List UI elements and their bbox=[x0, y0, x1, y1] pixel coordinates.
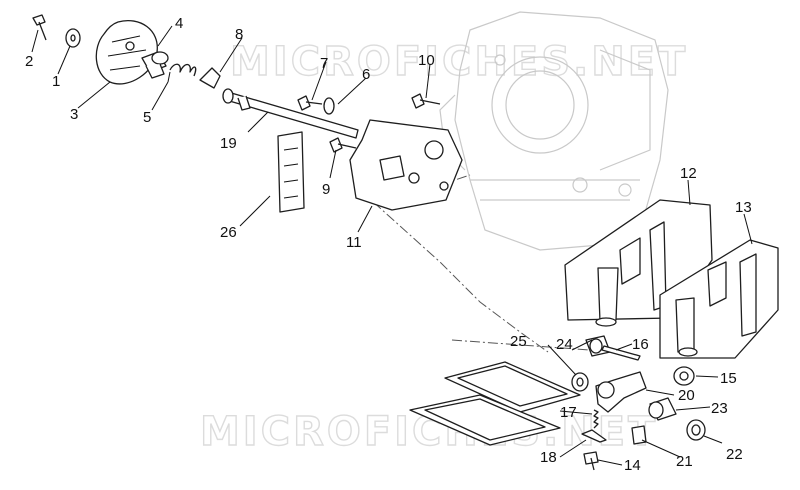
callout-7: 7 bbox=[320, 55, 328, 72]
callout-numbers: 2 1 3 4 5 8 7 6 10 9 11 19 26 12 13 25 2… bbox=[25, 15, 752, 474]
part-26-plate bbox=[277, 131, 305, 213]
callout-14: 14 bbox=[624, 457, 641, 474]
callout-26: 26 bbox=[220, 224, 237, 241]
part-11-bracket bbox=[349, 119, 463, 211]
callout-17: 17 bbox=[560, 404, 577, 421]
part-15-sleeve bbox=[673, 366, 695, 386]
callout-19: 19 bbox=[220, 135, 237, 152]
callout-10: 10 bbox=[418, 52, 435, 69]
callout-18: 18 bbox=[540, 449, 557, 466]
callout-3: 3 bbox=[70, 106, 78, 123]
part-5-spring bbox=[167, 63, 197, 83]
part-3-cover bbox=[95, 20, 158, 85]
part-13-valve-kit bbox=[659, 239, 779, 359]
callout-15: 15 bbox=[720, 370, 737, 387]
part-9-screw bbox=[329, 137, 357, 153]
callout-23: 23 bbox=[711, 400, 728, 417]
callout-25: 25 bbox=[510, 333, 527, 350]
callout-12: 12 bbox=[680, 165, 697, 182]
callout-2: 2 bbox=[25, 53, 33, 70]
part-23-bushing bbox=[648, 397, 677, 421]
part-7-screw bbox=[297, 95, 323, 111]
part-8-clip bbox=[199, 67, 221, 89]
part-20-fork bbox=[595, 371, 647, 413]
callout-11: 11 bbox=[346, 234, 362, 251]
part-17-spring bbox=[593, 409, 599, 429]
callout-22: 22 bbox=[726, 446, 743, 463]
callout-8: 8 bbox=[235, 26, 243, 43]
part-22-bushing bbox=[686, 419, 706, 441]
part-2-bolt bbox=[32, 14, 47, 41]
leader-lines bbox=[31, 25, 753, 466]
part-6-washer bbox=[323, 97, 335, 115]
callout-16: 16 bbox=[632, 336, 649, 353]
part-25-washer bbox=[571, 372, 589, 392]
callout-5: 5 bbox=[143, 109, 151, 126]
callout-20: 20 bbox=[678, 387, 695, 404]
callout-24: 24 bbox=[556, 336, 573, 353]
callout-9: 9 bbox=[322, 181, 330, 198]
watermark-top: MICROFICHES.NET bbox=[230, 39, 688, 85]
callout-1: 1 bbox=[52, 73, 60, 90]
part-19-shaft bbox=[222, 88, 359, 139]
callout-6: 6 bbox=[362, 66, 370, 83]
callout-4: 4 bbox=[175, 15, 183, 32]
part-14-screw bbox=[583, 451, 599, 471]
part-4-bushing bbox=[141, 51, 169, 79]
part-16-pin bbox=[601, 345, 641, 361]
callout-21: 21 bbox=[676, 453, 693, 470]
gasket-lower bbox=[409, 394, 561, 446]
part-18-clip bbox=[581, 429, 607, 443]
part-10-screw bbox=[411, 93, 441, 109]
callout-13: 13 bbox=[735, 199, 752, 216]
part-1-washer bbox=[65, 28, 81, 48]
